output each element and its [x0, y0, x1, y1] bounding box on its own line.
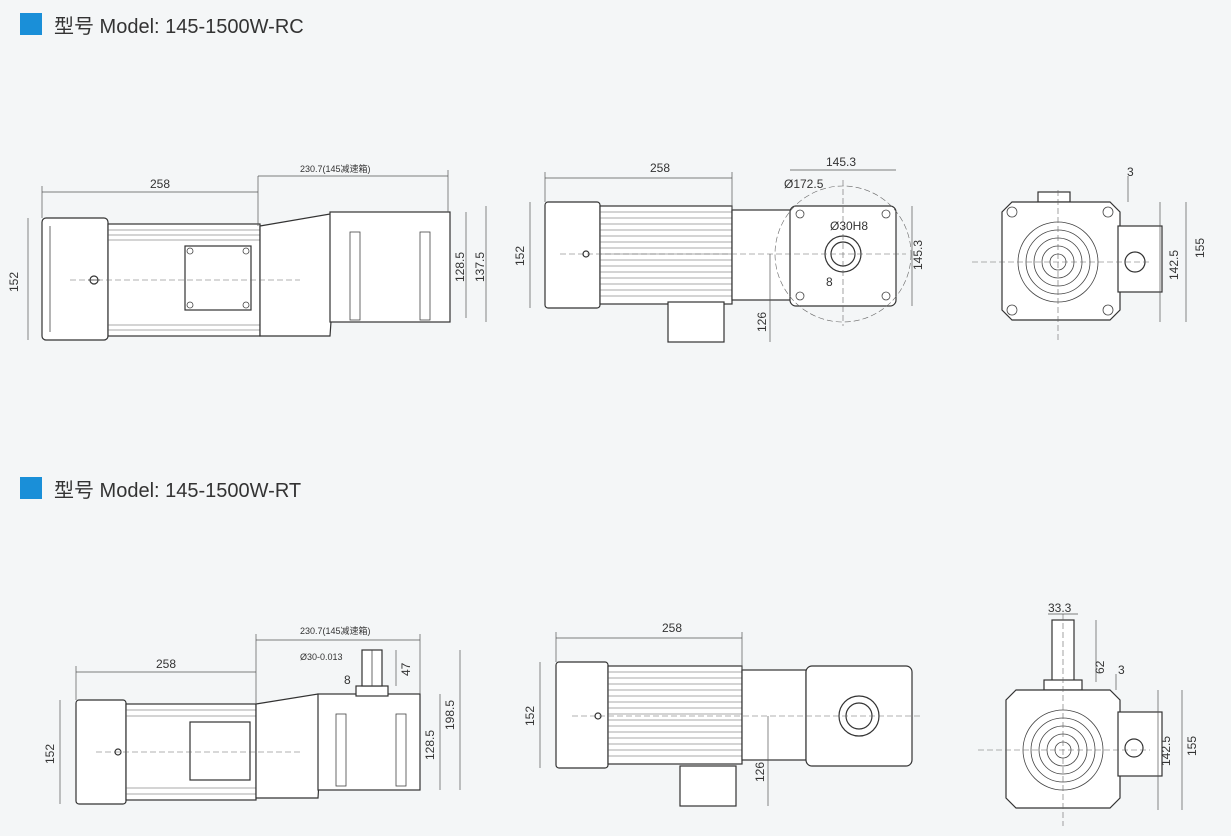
rc-out-h1: 128.5	[453, 252, 467, 282]
rc-flange-h: 145.3	[911, 240, 925, 270]
rc-end-h1: 142.5	[1167, 250, 1181, 280]
drawing-rc: 258 230.7(145减速箱) 152 128.5 137.5	[7, 155, 1207, 343]
rt-key: 8	[344, 673, 351, 687]
rt-shaft-h: 62	[1093, 660, 1107, 674]
rt-shaft-w: 33.3	[1048, 601, 1072, 615]
rc-side-len: 258	[150, 177, 170, 191]
rt-shaft-len: 47	[399, 662, 413, 676]
section-title-rc-text: 型号 Model: 145-1500W-RC	[54, 15, 304, 38]
rt-height: 152	[43, 744, 57, 764]
square-icon	[20, 477, 42, 499]
rc-mid-len: 258	[650, 161, 670, 175]
rt-out-h1: 128.5	[423, 730, 437, 760]
rc-pcd: Ø172.5	[784, 177, 824, 191]
rt-gear-len: 230.7(145减速箱)	[300, 625, 371, 636]
rc-mid-height: 152	[513, 246, 527, 266]
rc-key: 8	[826, 275, 833, 289]
section-title-rt: 型号 Model: 145-1500W-RT	[20, 476, 302, 502]
rc-end-h2: 155	[1193, 238, 1207, 258]
rt-side-view: 230.7(145减速箱) Ø30-0.013 8 47 258 152 128…	[43, 625, 461, 805]
rt-end-h1: 142.5	[1159, 736, 1173, 766]
rc-flange-w: 145.3	[826, 155, 856, 169]
section-title-rt-text: 型号 Model: 145-1500W-RT	[54, 479, 302, 502]
rt-out-h2: 198.5	[443, 700, 457, 730]
rc-bore: Ø30H8	[830, 219, 868, 233]
rt-front-view: 258 152 126	[523, 621, 920, 807]
rc-gear-len: 230.7(145减速箱)	[300, 163, 371, 174]
section-title-rc: 型号 Model: 145-1500W-RC	[20, 12, 304, 38]
rc-side-view: 258 230.7(145减速箱) 152 128.5 137.5	[7, 163, 487, 341]
rc-out-h2: 137.5	[473, 252, 487, 282]
rt-mid-height: 152	[523, 706, 537, 726]
rc-box-h: 126	[755, 312, 769, 332]
rc-end-view: 3 142.5 155	[972, 165, 1207, 342]
drawing-rt: 230.7(145减速箱) Ø30-0.013 8 47 258 152 128…	[43, 601, 1199, 826]
rt-box-h: 126	[753, 762, 767, 782]
square-icon	[20, 13, 42, 35]
rt-end-h2: 155	[1185, 736, 1199, 756]
rc-front-view: 258 145.3 Ø172.5 Ø30H8 8 152 145.3 126	[513, 155, 925, 343]
rc-end-top: 3	[1127, 165, 1134, 179]
rt-shaft-dia: Ø30-0.013	[300, 652, 343, 662]
rt-side-len: 258	[156, 657, 176, 671]
rt-end-top: 3	[1118, 663, 1125, 677]
rt-mid-len: 258	[662, 621, 682, 635]
rt-end-view: 33.3 62 3 142.5 155	[978, 601, 1199, 826]
rc-height: 152	[7, 272, 21, 292]
